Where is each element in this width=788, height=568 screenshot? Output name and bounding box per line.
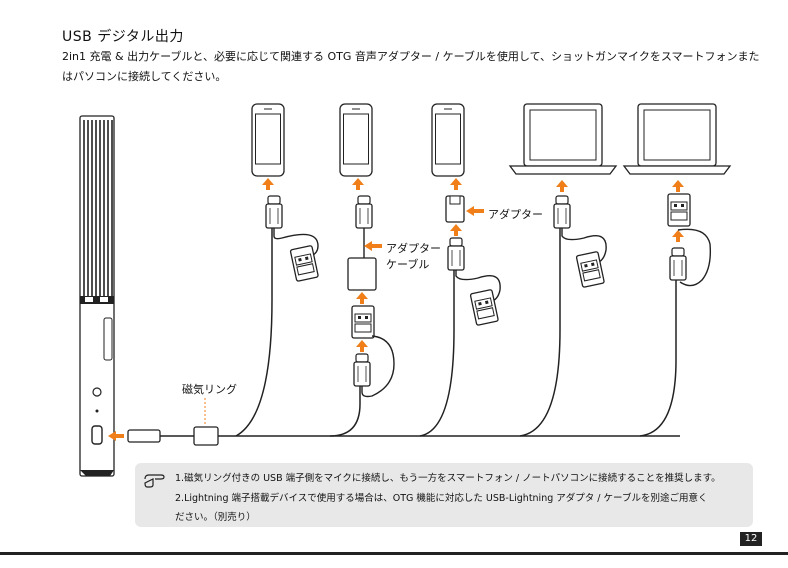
laptop-2 (624, 104, 730, 174)
adapter-cable-label-1: アダプター (386, 240, 441, 256)
pointing-hand-icon (143, 469, 167, 489)
note-line-2: 2.Lightning 端子搭載デバイスで使用する場合は、OTG 機能に対応した… (175, 490, 707, 504)
bottom-rule (0, 552, 788, 555)
note-line-1: 1.磁気リング付きの USB 端子側をマイクに接続し、もう一方をスマートフォン … (175, 470, 721, 484)
magnet-ring-label: 磁気リング (182, 381, 237, 397)
laptop-1 (510, 104, 616, 174)
notes-box: 1.磁気リング付きの USB 端子側をマイクに接続し、もう一方をスマートフォン … (135, 463, 753, 527)
note-line-3: ださい。（別売り） (175, 509, 256, 523)
adapter-label: アダプター (488, 206, 543, 222)
adapter-cable-label-2: ケーブル (386, 256, 429, 272)
microphone-body (80, 116, 114, 476)
page-number: 12 (740, 532, 762, 546)
